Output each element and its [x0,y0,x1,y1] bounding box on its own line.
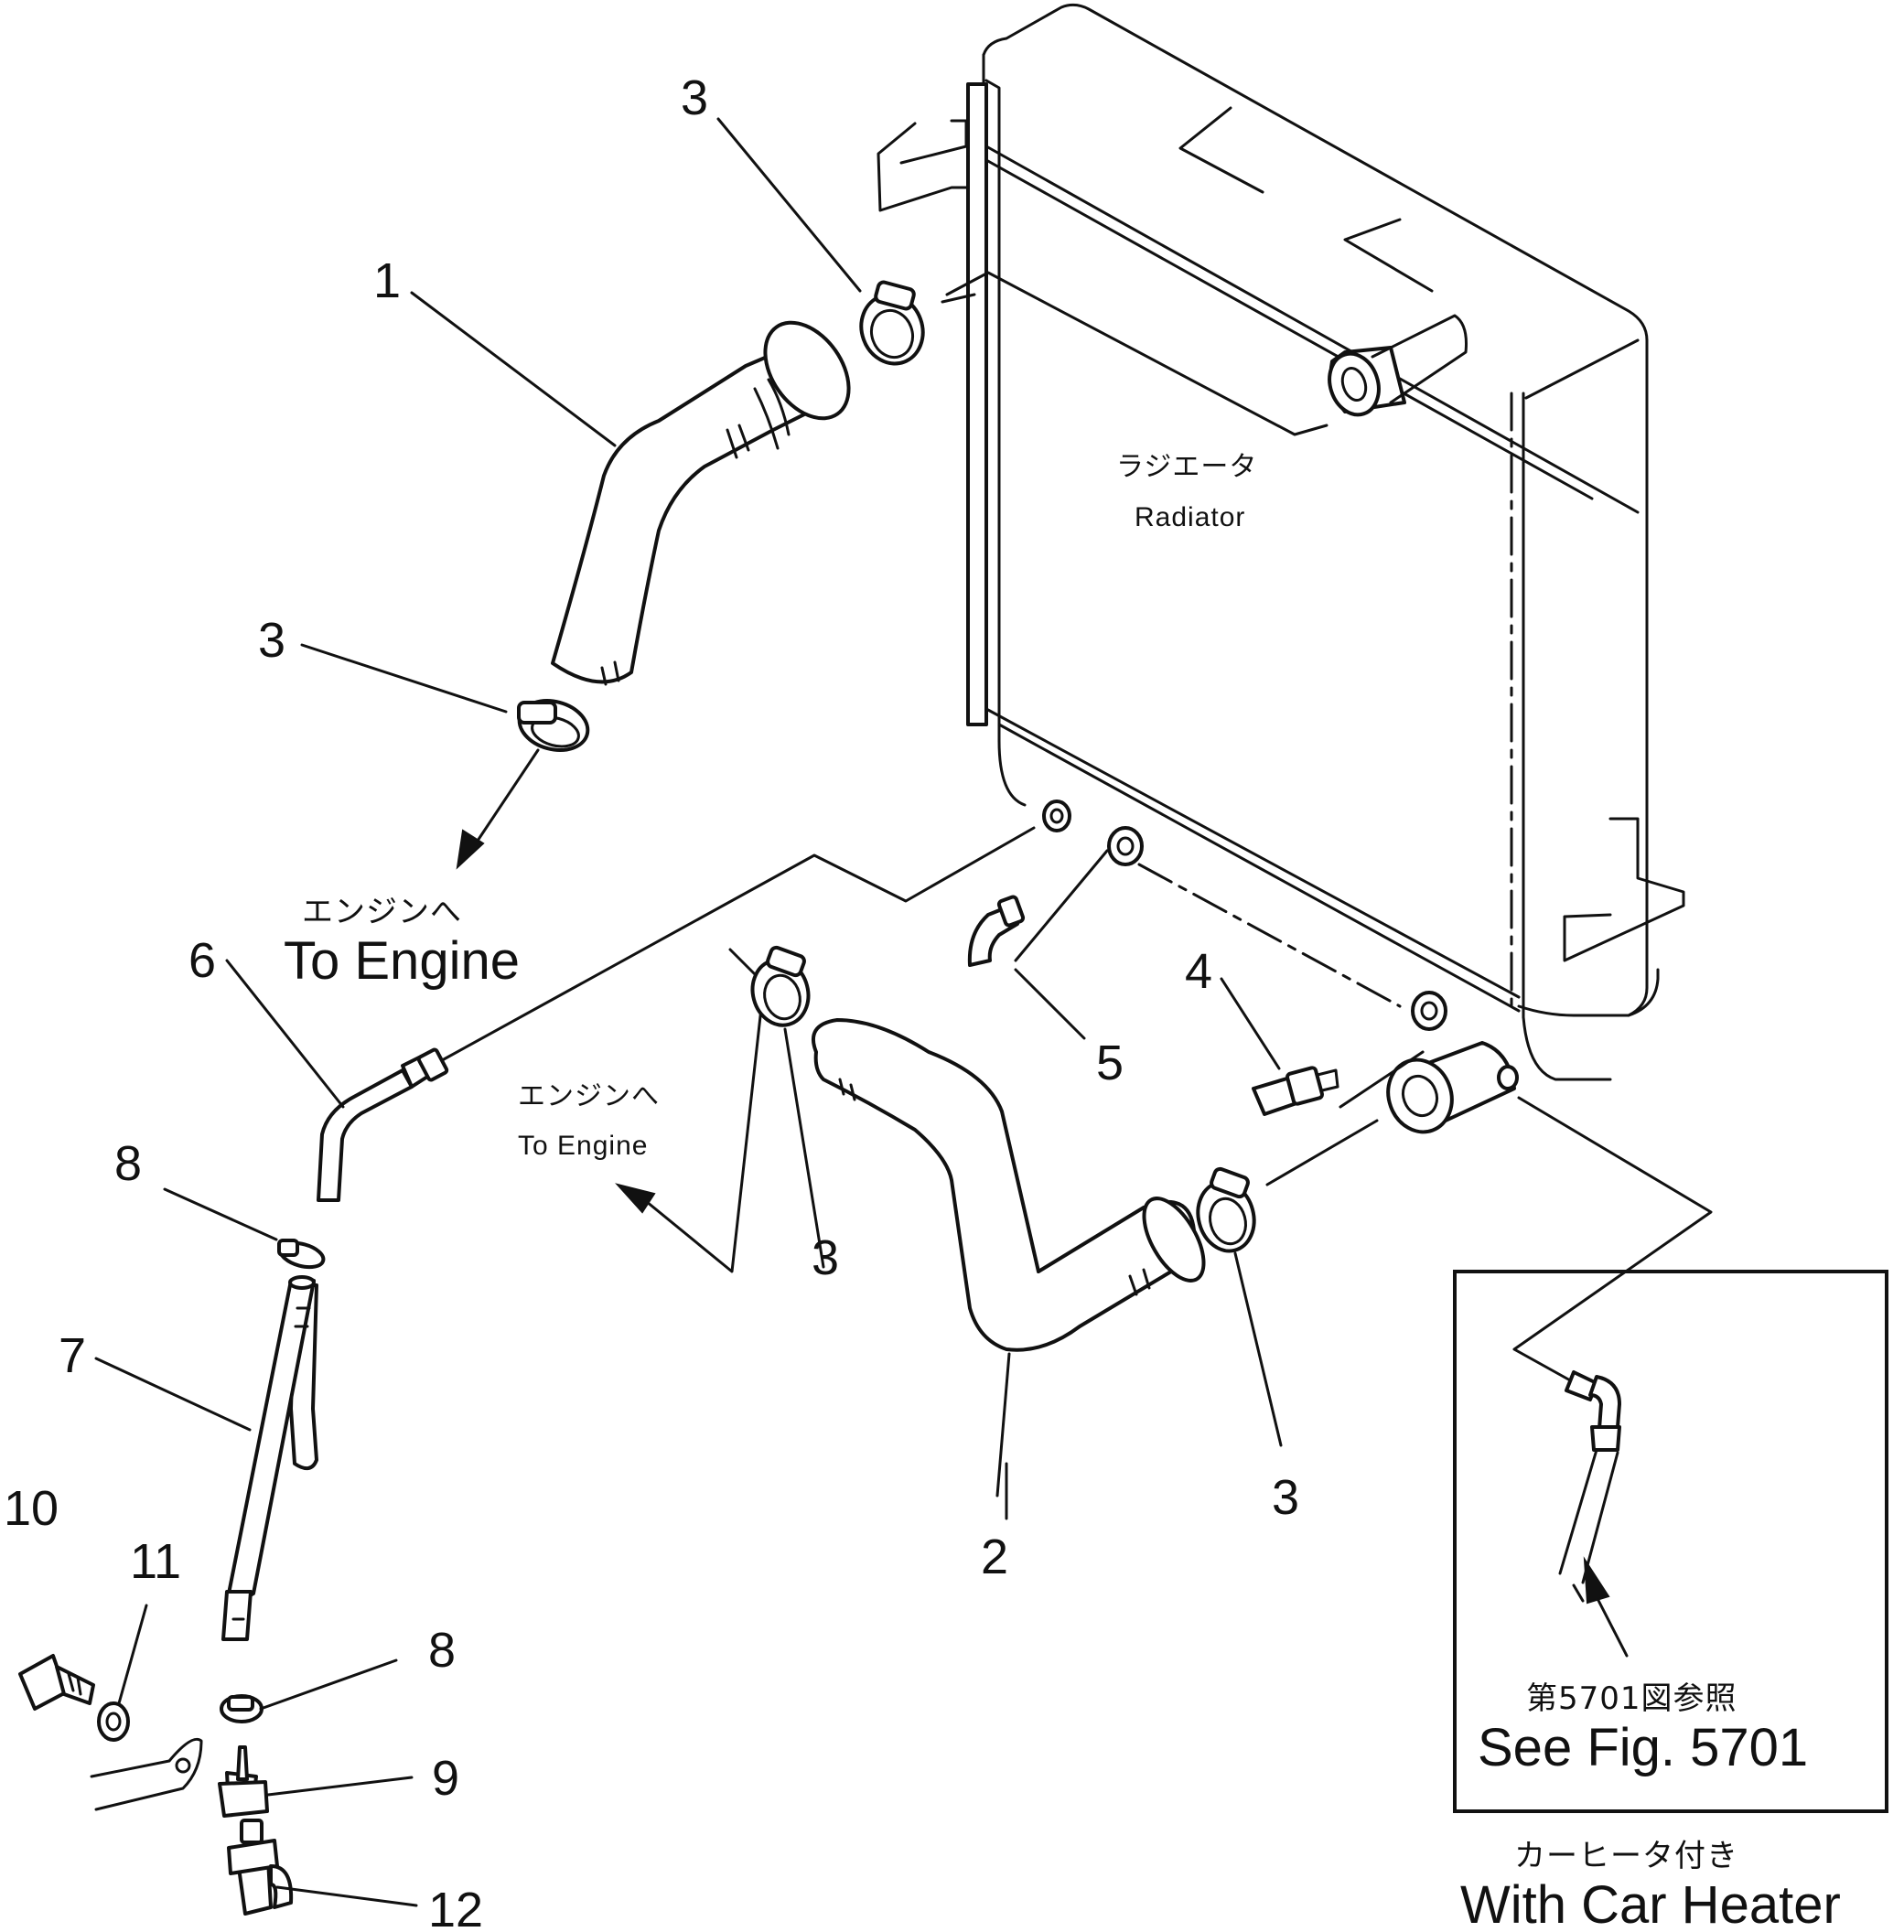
callout-6: 6 [188,933,216,988]
with-car-heater-label-en: With Car Heater [1460,1875,1841,1932]
callout-3-top: 3 [681,70,708,125]
hose-clamp-8-upper [277,1239,326,1270]
callout-2: 2 [981,1530,1008,1584]
callout-1: 1 [373,253,401,308]
washer-11 [97,1701,130,1742]
arrow-to-engine-upper [456,748,540,870]
hose-clamp-lower-left [750,945,811,1027]
radiator [877,3,1685,1134]
hose-clamp-upper-right [859,280,925,366]
callout-4: 4 [1185,944,1212,999]
callout-3-left: 3 [258,613,285,668]
callout-7: 7 [59,1328,86,1383]
to-engine-upper-label-en: To Engine [284,931,520,991]
see-fig-label-en: See Fig. 5701 [1478,1718,1808,1777]
bracket [90,1737,203,1811]
callout-3-middle: 3 [812,1230,839,1285]
hose-clamp-8-lower [220,1694,264,1723]
bolt-10 [18,1654,95,1711]
leader-lines [94,117,1283,1907]
hose-7 [221,1275,318,1641]
callout-9: 9 [432,1751,459,1806]
elbow-5 [967,895,1026,967]
car-heater-inset [1453,1270,1888,1813]
pipe-6 [317,1047,449,1202]
callout-12: 12 [428,1883,483,1932]
callout-8-lower: 8 [428,1623,456,1678]
arrow-to-engine-lower [615,1183,656,1214]
elbow-fitting-4 [1252,1066,1339,1116]
callout-8-upper: 8 [114,1136,142,1191]
radiator-label-en: Radiator [1135,502,1245,532]
see-fig-label-jp: 第5701図参照 [1526,1680,1737,1717]
lower-hose [811,1018,1206,1352]
connector-9 [218,1745,269,1818]
with-car-heater-label-jp: カーヒータ付き [1514,1838,1738,1874]
callout-10: 10 [4,1481,59,1536]
hose-clamp-lower-right [1196,1166,1256,1253]
drain-valve-12 [227,1819,294,1916]
to-engine-upper-label-jp: エンジンへ [302,894,462,930]
to-engine-lower-label-en: To Engine [518,1131,648,1161]
to-engine-lower-label-jp: エンジンへ [518,1080,660,1112]
callout-3-right: 3 [1272,1470,1299,1525]
callout-11: 11 [130,1534,181,1589]
hose-clamp-upper-left [517,699,590,752]
upper-hose [551,320,851,686]
radiator-label-jp: ラジエータ [1116,451,1257,483]
callout-5: 5 [1096,1036,1124,1090]
